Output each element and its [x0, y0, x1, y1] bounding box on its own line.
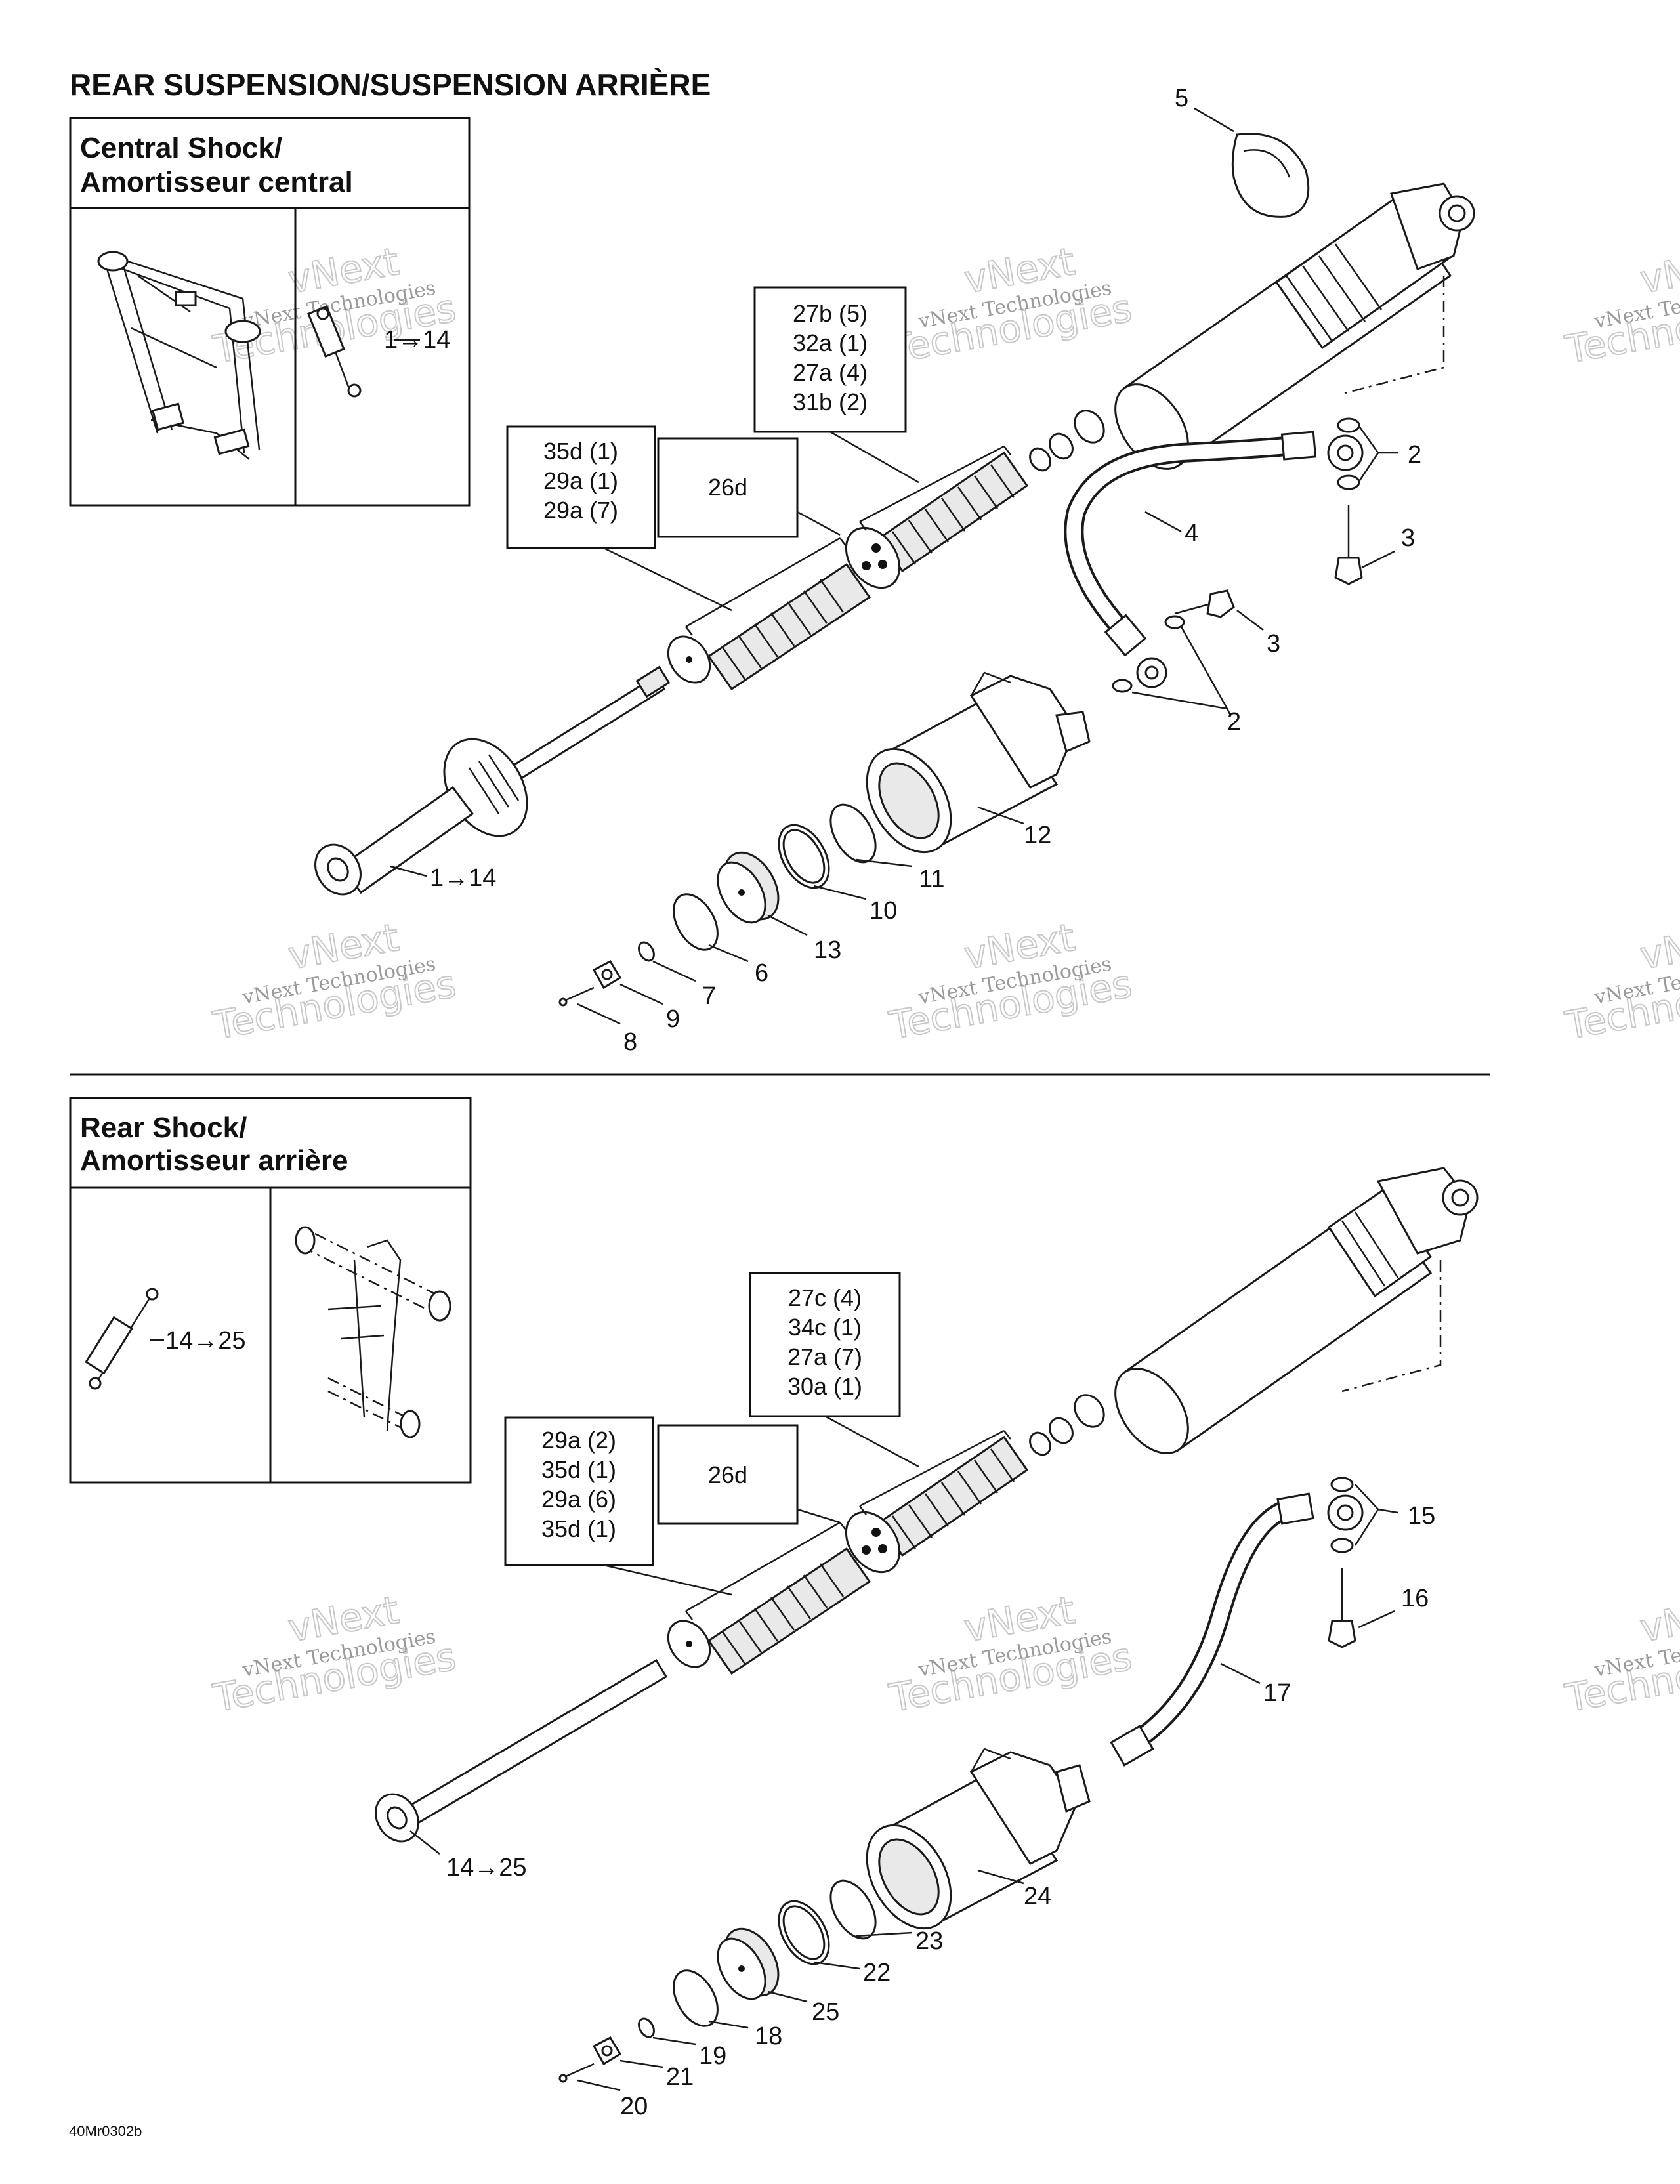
parts-list-item: 34c (1) — [788, 1314, 862, 1341]
parts-list-item: 27a (4) — [793, 359, 868, 386]
callout-label: 24 — [1024, 1883, 1051, 1910]
central-box-title-fr: Amortisseur central — [80, 166, 353, 198]
rear-locator-ref: 14→25 — [165, 1327, 246, 1354]
parts-list-item: 32a (1) — [793, 329, 868, 356]
callout-label: 5 — [1175, 85, 1188, 112]
parts-list-item: 29a (2) — [541, 1427, 616, 1454]
circlip-part — [1231, 133, 1310, 218]
callout-label: 20 — [620, 2093, 648, 2120]
page-title: REAR SUSPENSION/SUSPENSION ARRIÈRE — [70, 68, 711, 102]
callout-label: 10 — [870, 897, 897, 925]
rear-box-title-fr: Amortisseur arrière — [80, 1144, 348, 1177]
parts-list-item: 27a (7) — [788, 1343, 862, 1370]
rear-box-title-en: Rear Shock/ — [80, 1112, 247, 1144]
callout-label: 13 — [814, 936, 841, 964]
watermark: vNext Technologies vNext Technologies — [1561, 238, 1680, 373]
central-shock-locator-box: Central Shock/ Amortisseur central 1→14 — [69, 117, 471, 507]
callout-label: 4 — [1185, 520, 1198, 547]
callout-label: 2 — [1408, 441, 1421, 469]
piston — [845, 526, 901, 589]
watermark: vNext Technologies vNext Technologies — [209, 1587, 460, 1721]
bolt — [1174, 589, 1235, 618]
watermark: vNext Technologies vNext Technologies — [209, 914, 460, 1049]
parts-list-item: 27b (5) — [793, 300, 868, 327]
rear-shock-exploded-view: 27c (4) 34c (1) 27a (7) 30a (1) 29a (2) … — [375, 1167, 1479, 2120]
shock-shaft — [314, 665, 671, 896]
parts-list-item: 29a (7) — [543, 497, 618, 524]
callout-label: 1→14 — [430, 864, 496, 892]
bolt — [1334, 505, 1363, 585]
parts-list-item: 29a (1) — [543, 467, 618, 494]
reservoir-canister — [866, 671, 1091, 854]
callout-label: 21 — [666, 2063, 694, 2091]
central-box-title-en: Central Shock/ — [80, 132, 282, 164]
reservoir-canister — [866, 1748, 1091, 1930]
callout-label: 25 — [812, 1998, 839, 2026]
callout-label: 14→25 — [446, 1854, 527, 1881]
rear-shock-locator-box: Rear Shock/ Amortisseur arrière 14→25 — [69, 1097, 472, 1484]
spring-stack-upper — [877, 451, 1029, 573]
parts-list-box-lower — [504, 1416, 654, 1566]
callout-label: 12 — [1024, 822, 1051, 849]
callout-label: 6 — [755, 959, 768, 987]
callout-label: 16 — [1401, 1585, 1429, 1612]
watermark-vnext: vNext — [1637, 239, 1680, 302]
small-shock-sketch — [85, 1288, 159, 1390]
callout-label: 23 — [915, 1927, 943, 1955]
parts-list-box-mid — [657, 437, 799, 538]
callout-label: 9 — [666, 1005, 680, 1033]
spring-stack-lower — [707, 562, 872, 691]
callout-label: 8 — [623, 1028, 637, 1056]
watermark: vNext Technologies vNext Technologies — [885, 1587, 1136, 1721]
central-locator-ref: 1→14 — [384, 326, 450, 354]
callout-label: 2 — [1227, 708, 1241, 736]
watermark-vnext: vNext — [1637, 1587, 1680, 1650]
watermark: vNext Technologies vNext Technologies — [885, 914, 1136, 1049]
footer-code: 40Mr0302b — [69, 2123, 142, 2139]
callout-label: 7 — [702, 982, 716, 1010]
parts-list-item: 31b (2) — [793, 388, 868, 415]
suspension-frame-sketch — [97, 251, 261, 460]
watermark-vnext: vNext — [1637, 915, 1680, 978]
small-shock-sketch — [307, 304, 362, 398]
watermark: vNext Technologies vNext Technologies — [885, 238, 1136, 373]
shock-reservoir-body — [1114, 182, 1475, 470]
parts-list-item: 35d (1) — [541, 1515, 616, 1542]
callout-label: 18 — [755, 2023, 782, 2050]
callout-label: 3 — [1401, 524, 1415, 552]
callout-label: 11 — [919, 866, 944, 893]
parts-list-item: 26d — [708, 1461, 747, 1488]
bolt — [1328, 1568, 1356, 1648]
callout-label: 22 — [863, 1959, 891, 1986]
piston — [845, 1511, 901, 1574]
parts-list-item: 27c (4) — [788, 1284, 862, 1311]
shock-reservoir-body — [1114, 1167, 1479, 1454]
callout-label: 3 — [1267, 630, 1280, 658]
callout-label: 17 — [1263, 1679, 1291, 1707]
parts-list-item: 30a (1) — [788, 1373, 862, 1400]
callout-label: 15 — [1408, 1502, 1435, 1530]
parts-list-box-lower — [506, 425, 656, 549]
parts-list-box-upper — [749, 1272, 901, 1418]
parts-list-item: 26d — [708, 474, 747, 501]
parts-list-box-mid — [657, 1424, 799, 1525]
central-shock-exploded-view: 27b (5) 32a (1) 27a (4) 31b (2) 35d (1) … — [314, 85, 1475, 1056]
locator-frame — [69, 117, 471, 507]
watermark: vNext Technologies vNext Technologies — [1561, 914, 1680, 1049]
spring-stack-lower — [707, 1547, 872, 1675]
callout-label: 19 — [699, 2042, 726, 2070]
suspension-frame-sketch — [295, 1226, 452, 1438]
parts-list-item: 35d (1) — [543, 438, 618, 465]
shock-shaft — [375, 1658, 668, 1843]
spring-stack-upper — [877, 1435, 1029, 1557]
parts-list-item: 29a (6) — [541, 1486, 616, 1513]
watermark: vNext Technologies vNext Technologies — [1561, 1587, 1680, 1721]
hose — [1110, 1492, 1364, 1767]
parts-list-box-upper — [753, 286, 907, 433]
hose — [1064, 430, 1364, 688]
parts-list-item: 35d (1) — [541, 1456, 616, 1483]
